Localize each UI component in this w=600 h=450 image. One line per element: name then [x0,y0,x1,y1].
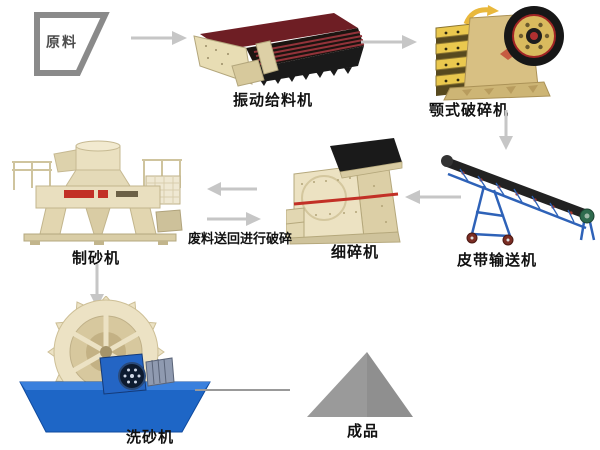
arrow-right-icon [131,31,187,45]
raw-material-hopper-icon [34,12,110,76]
arrow-down-icon [499,110,513,150]
jaw-crusher-image [435,5,564,101]
feeder-label: 振动给料机 [232,91,313,109]
raw-material-label: 原料 [46,35,78,51]
arrow-left-icon [405,190,461,204]
sand-washer-image [19,296,211,433]
fine-crusher-label: 细碎机 [330,243,379,261]
conveyor-label: 皮带输送机 [456,251,537,269]
arrow-left-icon [207,182,257,196]
belt-conveyor-image [441,155,596,246]
connector-line [195,389,290,391]
feeder-sawtooth [260,67,352,86]
sand-maker-label: 制砂机 [71,249,120,267]
fine-crusher-image [286,138,403,245]
washer-label: 洗砂机 [125,428,174,446]
arrow-right-icon [207,212,261,226]
jaw-crusher-label: 颚式破碎机 [428,101,509,119]
arrow-right-icon [361,35,417,49]
vibrating-feeder-image [193,13,365,87]
flywheel [504,6,564,66]
sand-maker-image [12,140,183,245]
sand-pile-triangle-icon [307,352,413,417]
recycle-note: 废料送回进行破碎 [187,232,292,247]
product-label: 成品 [346,422,379,440]
